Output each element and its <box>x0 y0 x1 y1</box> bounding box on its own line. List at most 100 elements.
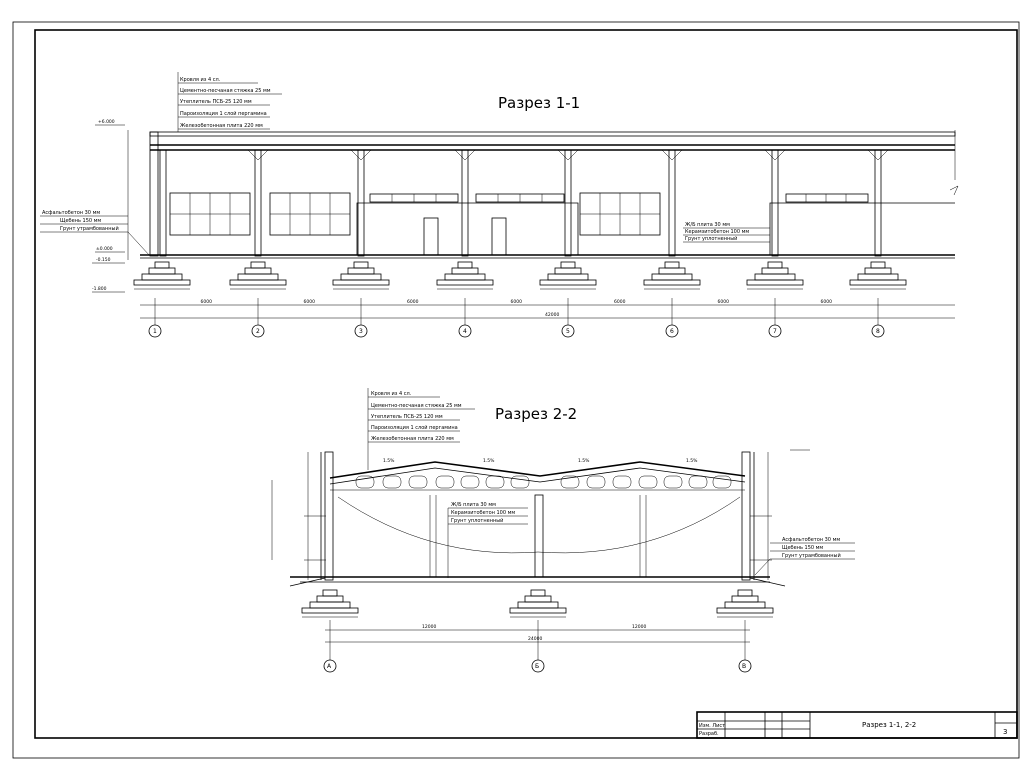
skylight-10 <box>612 475 632 489</box>
footing-5 <box>539 261 597 290</box>
svg-text:1.5%: 1.5% <box>383 458 395 464</box>
footing-2-1 <box>301 589 359 618</box>
skylight-4 <box>435 475 455 489</box>
skylight-3 <box>408 475 428 489</box>
svg-text:Ж/Б плита 30 мм: Ж/Б плита 30 мм <box>685 222 730 228</box>
section-2-footings <box>301 589 774 618</box>
svg-text:±0.000: ±0.000 <box>96 246 113 252</box>
roof-note-1: Кровля из 4 сл. <box>180 77 221 83</box>
svg-text:Ж/Б плита 30 мм: Ж/Б плита 30 мм <box>451 502 496 508</box>
axis-v-label: В <box>742 663 746 670</box>
title-block: Изм. Лист Разраб. Разрез 1-1, 2-2 3 <box>696 711 1018 739</box>
svg-text:Грунт уплотненный: Грунт уплотненный <box>685 235 737 242</box>
svg-text:Пароизоляция 1 слой пергамина: Пароизоляция 1 слой пергамина <box>371 424 458 431</box>
section-1-partitions: Ж/Б плита 30 мм Керамзитобетон 100 мм Гр… <box>356 202 955 256</box>
svg-text:Железобетонная плита 220 мм: Железобетонная плита 220 мм <box>371 436 454 442</box>
svg-text:-1.800: -1.800 <box>92 286 107 292</box>
skylight-14 <box>712 475 732 489</box>
svg-text:42000: 42000 <box>545 312 559 318</box>
axis-label-4: 4 <box>463 328 467 335</box>
section-1-1: Разрез 1-1 Кровля из 4 сл. Цементно-песч… <box>40 72 959 338</box>
svg-text:Асфальтобетон 30 мм: Асфальтобетон 30 мм <box>42 210 100 216</box>
stamp-row-1: Изм. Лист <box>699 723 725 729</box>
roof-note-4: Пароизоляция 1 слой пергамина <box>180 110 267 117</box>
footing-3 <box>332 261 390 290</box>
column-2 <box>254 149 262 257</box>
svg-text:1.5%: 1.5% <box>483 458 495 464</box>
svg-text:12000: 12000 <box>632 624 646 630</box>
skylight-1 <box>355 475 375 489</box>
span-label-6: 6000 <box>718 299 730 305</box>
axis-label-5: 5 <box>566 328 570 335</box>
span-label-7: 6000 <box>821 299 833 305</box>
svg-text:Асфальтобетон 30 мм: Асфальтобетон 30 мм <box>782 537 840 543</box>
skylight-8 <box>560 475 580 489</box>
axis-label-6: 6 <box>670 328 674 335</box>
span-label-2: 6000 <box>304 299 316 305</box>
skylight-12 <box>663 475 683 489</box>
section-1-floor-notes: Асфальтобетон 30 мм Щебень 150 мм Грунт … <box>40 210 151 257</box>
skylight-13 <box>688 475 708 489</box>
svg-text:Грунт утрамбованный: Грунт утрамбованный <box>782 552 841 559</box>
axis-circle-1 <box>148 324 162 338</box>
span-label-4: 6000 <box>511 299 523 305</box>
footing-2 <box>229 261 287 290</box>
stamp-row-2: Разраб. <box>699 731 719 737</box>
svg-text:-0.150: -0.150 <box>96 257 111 263</box>
section-1-title: Разрез 1-1 <box>498 94 580 112</box>
roof-note-3: Утеплитель ПСБ-25 120 мм <box>180 99 252 105</box>
footing-6 <box>643 261 701 290</box>
skylight-7 <box>510 475 530 489</box>
section-1-level-marks: +6.000 ±0.000 -0.150 -1.800 <box>92 119 129 293</box>
footing-2-3 <box>716 589 774 618</box>
section-2-structure <box>289 451 786 587</box>
outer-frame <box>12 21 1020 759</box>
section-1-columns <box>133 149 907 290</box>
axis-label-1: 1 <box>153 328 157 335</box>
title-block-name: Разрез 1-1, 2-2 <box>862 721 916 729</box>
skylight-6 <box>485 475 505 489</box>
section-1-roof-notes: Кровля из 4 сл. Цементно-песчаная стяжка… <box>177 72 282 132</box>
skylight-11 <box>638 475 658 489</box>
axis-circle-7 <box>768 324 782 338</box>
svg-text:1.5%: 1.5% <box>686 458 698 464</box>
section-2-left-scale <box>271 452 326 580</box>
svg-text:Грунт утрамбованный: Грунт утрамбованный <box>60 225 119 232</box>
svg-text:Утеплитель ПСБ-25 120 мм: Утеплитель ПСБ-25 120 мм <box>371 414 443 420</box>
svg-text:1.5%: 1.5% <box>578 458 590 464</box>
svg-text:Грунт уплотненный: Грунт уплотненный <box>451 517 503 524</box>
svg-text:12000: 12000 <box>422 624 436 630</box>
section-2-2: Разрез 2-2 Кровля из 4 сл. Цементно-песч… <box>271 388 855 673</box>
axis-b-label: Б <box>535 663 539 670</box>
section-2-title: Разрез 2-2 <box>495 405 577 423</box>
svg-text:+6.000: +6.000 <box>98 119 115 125</box>
axis-circle-4 <box>458 324 472 338</box>
skylight-2 <box>382 475 402 489</box>
svg-text:Кровля из 4 сл.: Кровля из 4 сл. <box>371 391 412 397</box>
roof-note-5: Железобетонная плита 220 мм <box>180 123 263 129</box>
axis-circle-5 <box>561 324 575 338</box>
svg-text:Щебень 150 мм: Щебень 150 мм <box>782 545 823 551</box>
svg-text:Цементно-песчаная стяжка 25 мм: Цементно-песчаная стяжка 25 мм <box>371 403 462 409</box>
svg-text:24000: 24000 <box>528 636 542 642</box>
span-label-5: 6000 <box>614 299 626 305</box>
axis-label-2: 2 <box>256 328 260 335</box>
axis-a-label: А <box>327 663 332 670</box>
footing-7 <box>746 261 804 290</box>
section-2-axes: А Б В <box>323 659 752 673</box>
axis-label-8: 8 <box>876 328 880 335</box>
footing-1 <box>133 261 191 290</box>
skylight-5 <box>460 475 480 489</box>
axis-label-7: 7 <box>773 328 777 335</box>
section-1-windows <box>169 192 869 236</box>
axis-circle-3 <box>354 324 368 338</box>
axis-circle-8 <box>871 324 885 338</box>
section-2-roof: 1.5% 1.5% 1.5% 1.5% <box>329 458 746 491</box>
roof-note-2: Цементно-песчаная стяжка 25 мм <box>180 88 271 94</box>
section-2-right-scale <box>750 449 810 580</box>
span-label-3: 6000 <box>407 299 419 305</box>
section-2-interior-notes: Ж/Б плита 30 мм Керамзитобетон 100 мм Гр… <box>447 502 528 578</box>
